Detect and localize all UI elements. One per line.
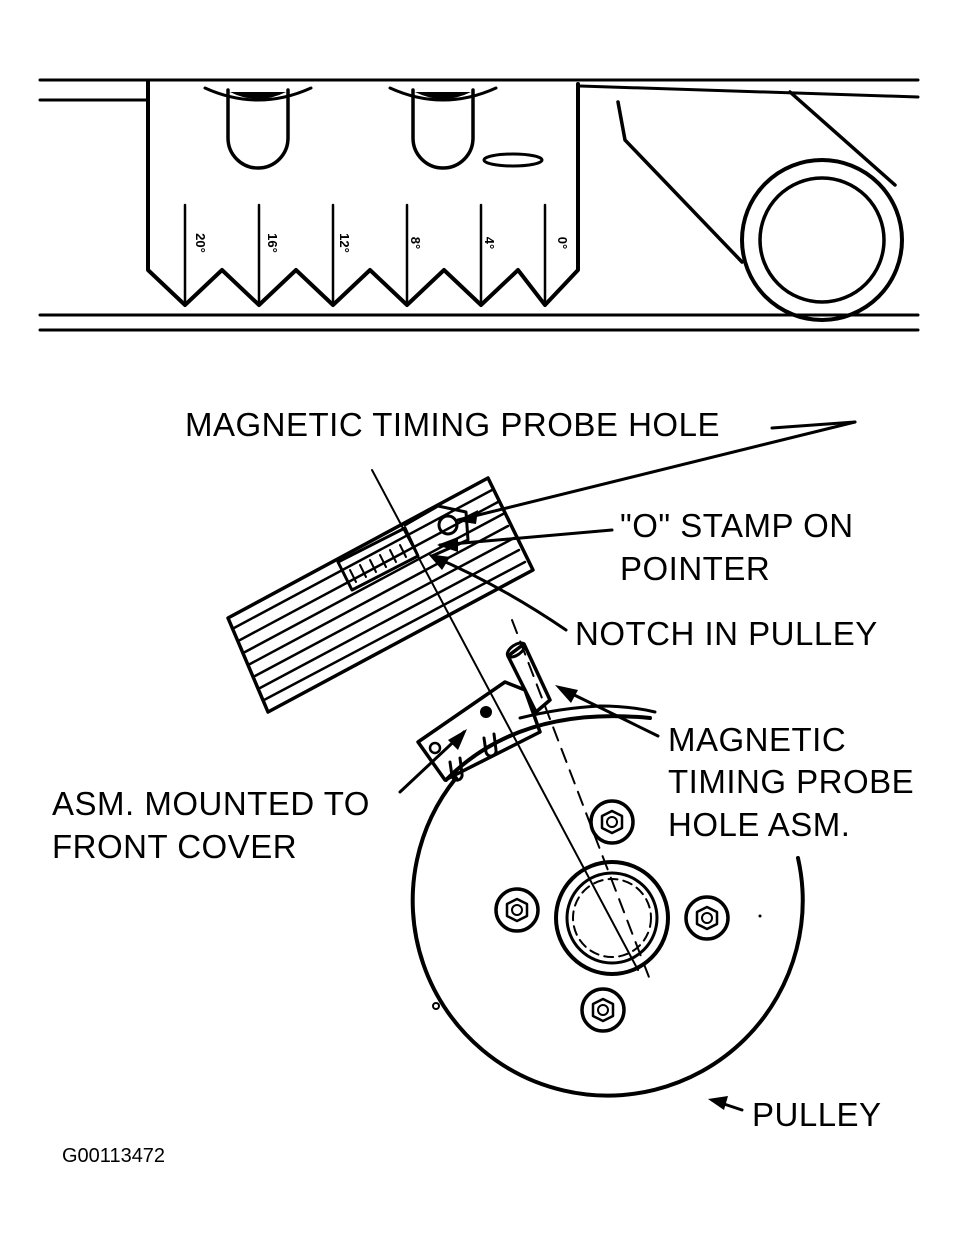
label-probe-asm-1: MAGNETIC: [668, 721, 846, 758]
pulley-bolt-bottom: [580, 987, 626, 1033]
scale-oval-mark: [482, 152, 544, 168]
pulley-bolt-left: [494, 887, 540, 933]
pulley-disc: [410, 776, 805, 1098]
label-o-stamp-2: POINTER: [620, 550, 770, 587]
probe-hole-bracket: [416, 641, 657, 782]
leader-arrows: [398, 420, 857, 1112]
label-probe-hole: MAGNETIC TIMING PROBE HOLE: [185, 406, 720, 443]
pulley-centerline: [371, 469, 639, 971]
pulley-bolt-right: [684, 895, 730, 941]
pulley-assembly: [226, 420, 857, 1112]
degree-mark-16: 16°: [265, 233, 280, 253]
label-probe-asm-3: HOLE ASM.: [668, 806, 850, 843]
label-o-stamp-1: "O" STAMP ON: [620, 507, 854, 544]
roller-inner: [758, 176, 886, 304]
label-notch: NOTCH IN PULLEY: [575, 615, 878, 652]
scale-slot-left: [226, 88, 290, 170]
degree-mark-12: 12°: [337, 233, 352, 253]
timing-scale-plate: [146, 80, 580, 307]
label-probe-asm-2: TIMING PROBE: [668, 763, 914, 800]
roller-outer: [740, 158, 904, 322]
label-mounted-2: FRONT COVER: [52, 828, 297, 865]
figure-id: G00113472: [62, 1145, 165, 1167]
label-mounted-1: ASM. MOUNTED TO: [52, 785, 370, 822]
pulley-hub-outer: [554, 860, 670, 976]
probe-tube: [506, 642, 552, 714]
scale-slot-right: [411, 88, 475, 170]
timing-scale-detail: 20° 16° 12° 8° 4° 0°: [38, 78, 920, 332]
probe-hole: [437, 514, 459, 536]
degree-mark-4: 4°: [482, 237, 497, 249]
degree-mark-0: 0°: [555, 237, 570, 249]
pulley-bolt-top: [589, 799, 635, 845]
timing-pointer: [336, 504, 470, 592]
degree-mark-8: 8°: [408, 237, 423, 249]
pulley-hub-inner: [565, 871, 659, 965]
label-pulley: PULLEY: [752, 1096, 882, 1133]
degree-mark-20: 20°: [193, 233, 208, 253]
